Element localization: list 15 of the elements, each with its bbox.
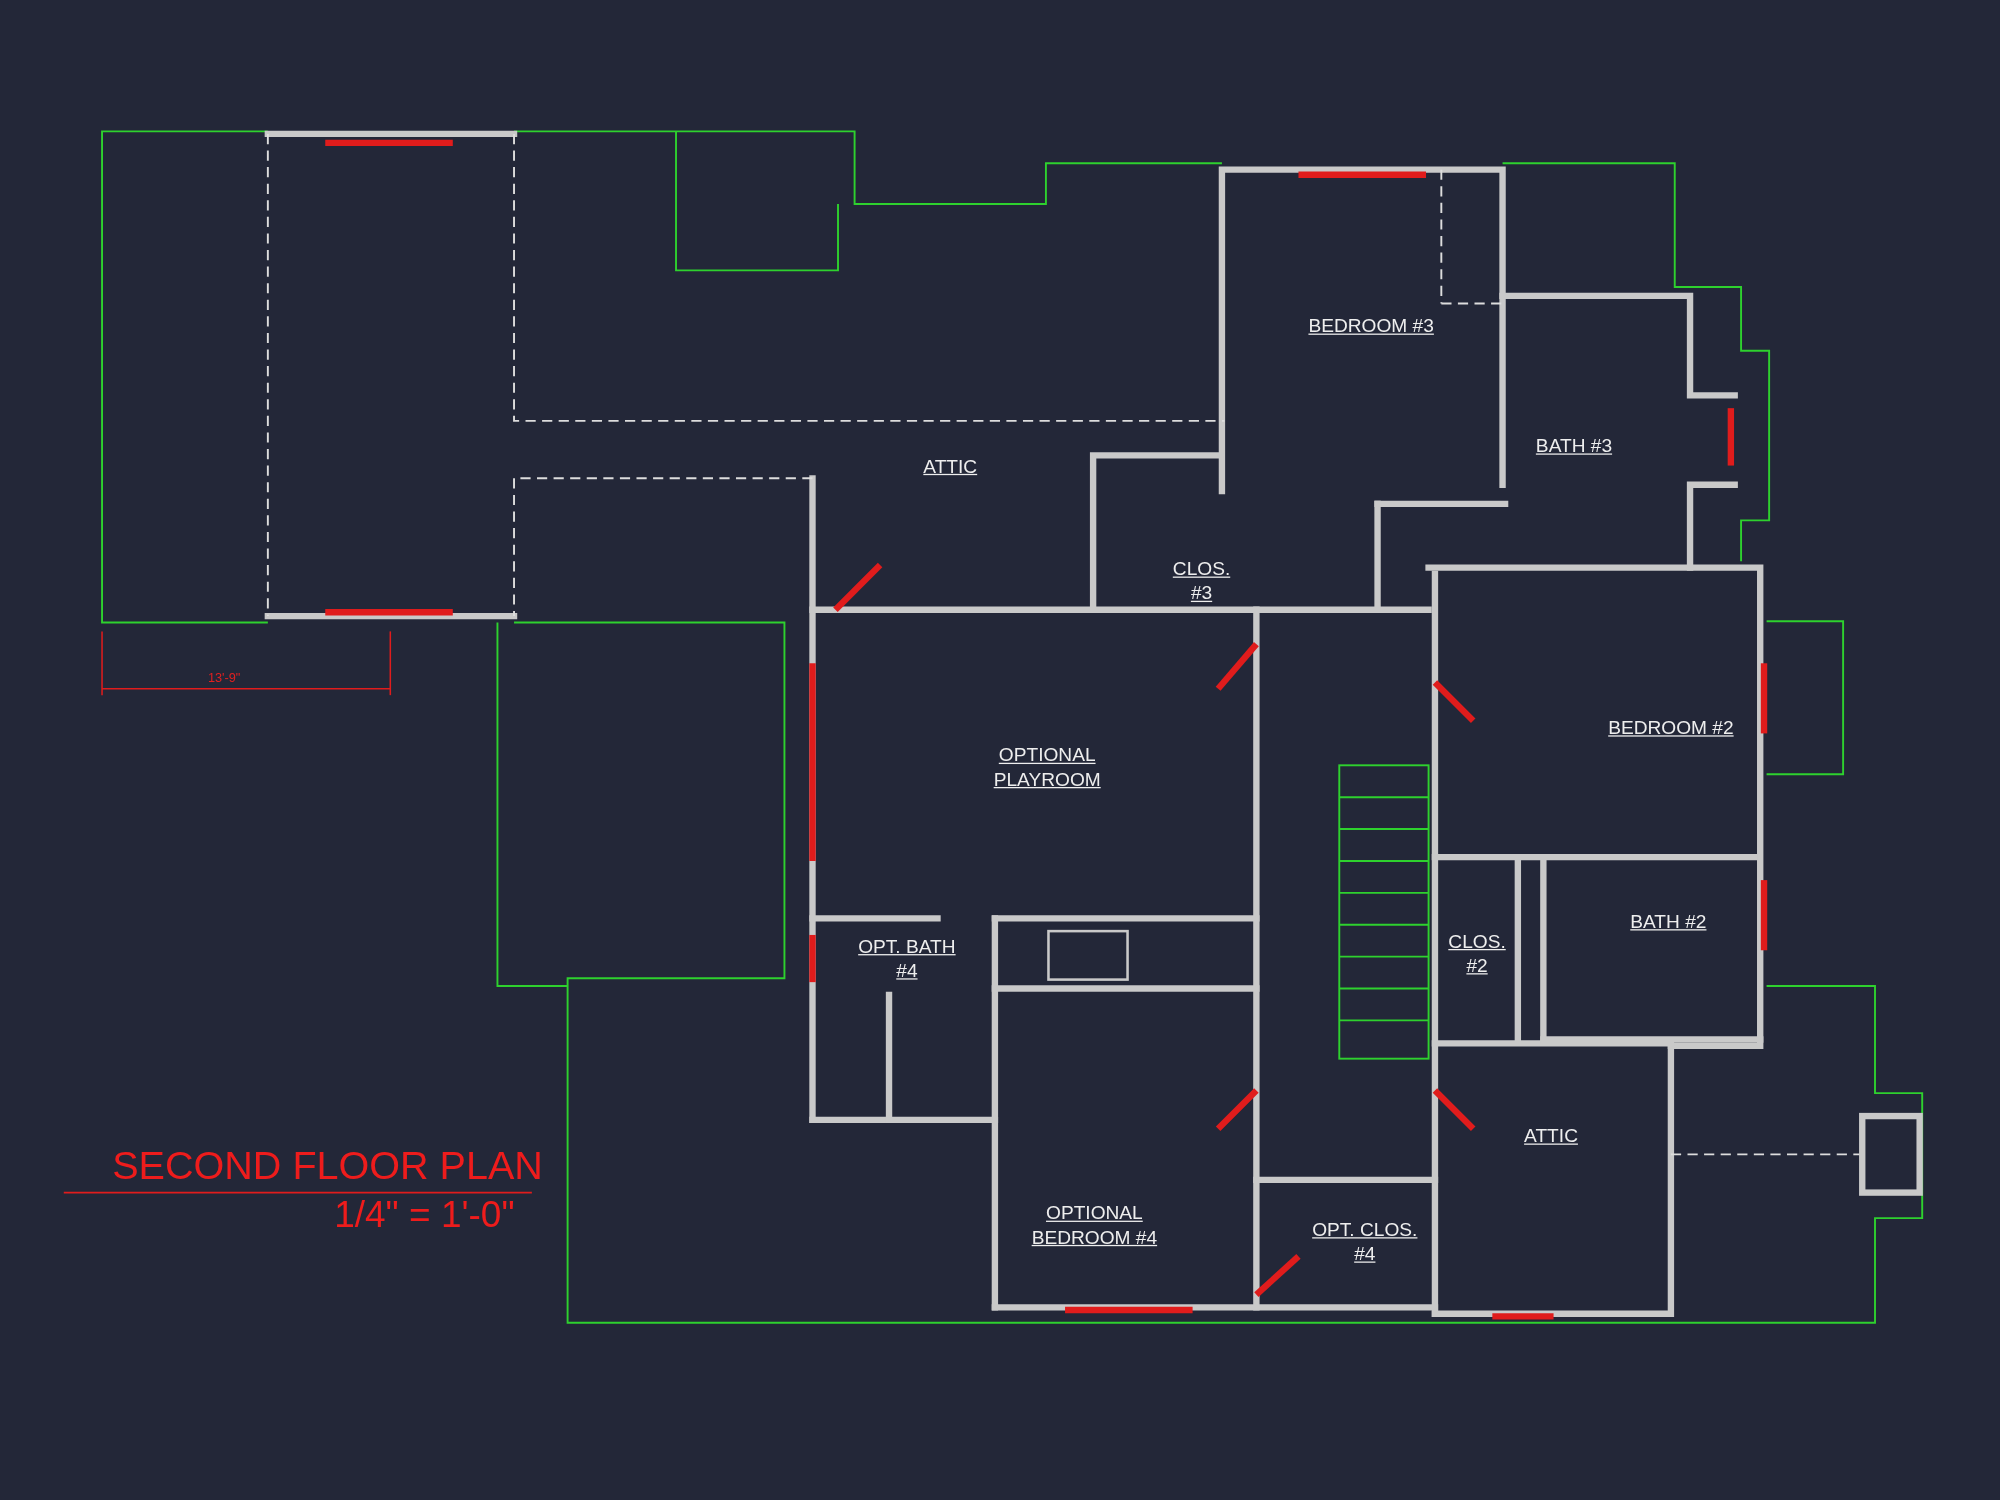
plan-title: SECOND FLOOR PLAN xyxy=(112,1142,543,1189)
dimension-label: 13'-9" xyxy=(207,670,242,685)
room-label: BATH #2 xyxy=(1629,909,1708,934)
room-label: BEDROOM #2 xyxy=(1607,715,1735,740)
room-label: OPT. CLOS. #4 xyxy=(1311,1217,1419,1266)
room-label: CLOS. #2 xyxy=(1447,928,1507,978)
room-label: ATTIC xyxy=(922,453,979,478)
room-label: ATTIC xyxy=(1523,1123,1579,1148)
scale-note: 1/4" = 1'-0" xyxy=(334,1193,515,1236)
room-label: OPT. BATH #4 xyxy=(857,933,957,983)
room-label: OPTIONAL PLAYROOM xyxy=(992,742,1102,791)
room-label: CLOS. #3 xyxy=(1171,556,1232,605)
room-label: OPTIONAL BEDROOM #4 xyxy=(1030,1200,1159,1249)
room-label: BATH #3 xyxy=(1534,433,1614,458)
room-label: BEDROOM #3 xyxy=(1307,313,1435,338)
